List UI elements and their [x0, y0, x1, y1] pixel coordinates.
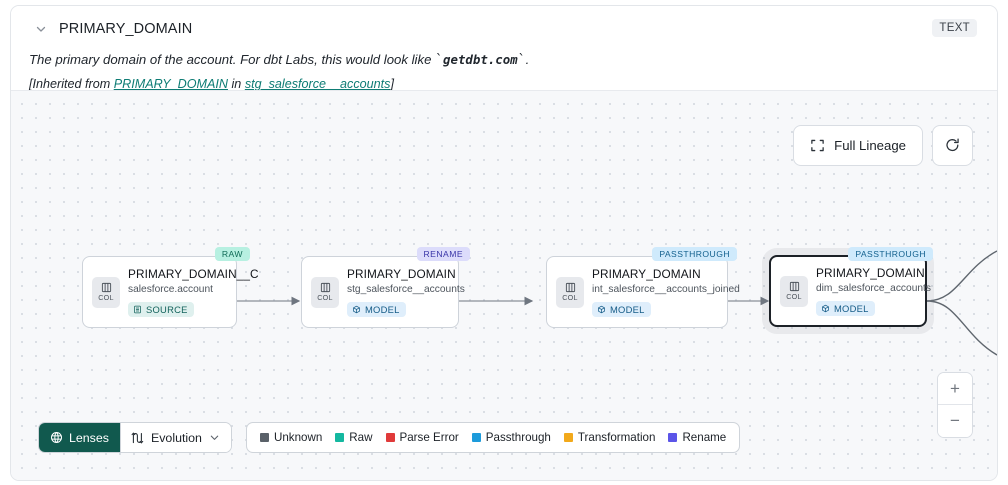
column-chip-label: COL [317, 293, 333, 303]
node-title: PRIMARY_DOMAIN [347, 267, 456, 282]
legend-swatch [563, 433, 573, 442]
node-subtitle: salesforce.account [128, 284, 213, 296]
chevron-down-icon [209, 432, 220, 443]
lineage-nodes: RAW COL PRIMARY_DOMAIN__C salesforce.acc… [11, 91, 997, 480]
lineage-node-selected[interactable]: PASSTHROUGH COL PRIMARY_DOMAIN dim_sales… [769, 247, 933, 327]
legend-label: Transformation [577, 431, 656, 444]
legend-item: Rename [668, 431, 726, 444]
lineage-legend: Unknown Raw Parse Error Passthrough [245, 422, 741, 453]
model-icon [821, 304, 830, 313]
zoom-in-button[interactable]: + [938, 373, 972, 405]
legend-swatch [335, 433, 345, 442]
lineage-node[interactable]: RAW COL PRIMARY_DOMAIN__C salesforce.acc… [82, 247, 259, 328]
lenses-button[interactable]: Lenses [39, 423, 120, 452]
zoom-out-button[interactable]: − [938, 405, 972, 437]
node-subtitle: stg_salesforce__accounts [347, 284, 465, 296]
lens-icon [50, 431, 63, 444]
node-pill-badge: RENAME [416, 247, 470, 261]
legend-item: Unknown [259, 431, 323, 444]
evolution-dropdown[interactable]: Evolution [119, 423, 231, 452]
node-title: PRIMARY_DOMAIN [592, 267, 701, 282]
lens-group: Lenses Evolution [38, 422, 232, 453]
column-icon: COL [311, 276, 339, 308]
inherited-from: [Inherited from PRIMARY_DOMAIN in stg_sa… [29, 77, 979, 91]
column-chip-label: COL [98, 293, 114, 303]
node-subtitle: int_salesforce__accounts_joined [592, 284, 740, 296]
full-lineage-button[interactable]: Full Lineage [793, 125, 923, 166]
legend-label: Unknown [273, 431, 323, 444]
lineage-node[interactable]: RENAME COL PRIMARY_DOMAIN stg_salesforce… [301, 247, 470, 328]
node-type-tag: SOURCE [128, 301, 194, 317]
chevron-down-icon[interactable] [33, 21, 49, 37]
node-type-tag: MODEL [816, 300, 875, 316]
node-type-label: SOURCE [146, 303, 188, 315]
page-title: PRIMARY_DOMAIN [59, 21, 193, 37]
expand-icon [810, 138, 825, 153]
type-badge: TEXT [932, 19, 977, 37]
inherited-column-link[interactable]: PRIMARY_DOMAIN [113, 77, 228, 92]
node-pill-badge: RAW [214, 247, 250, 261]
lineage-edges [237, 250, 997, 356]
node-title: PRIMARY_DOMAIN [816, 266, 925, 281]
legend-label: Raw [349, 431, 373, 444]
model-icon [352, 305, 361, 314]
lineage-canvas[interactable]: Full Lineage [11, 90, 997, 480]
inherit-prefix: [Inherited from [29, 77, 114, 92]
refresh-icon [944, 137, 961, 154]
legend-label: Rename [682, 431, 727, 444]
full-lineage-label: Full Lineage [834, 138, 906, 153]
column-icon: COL [556, 276, 584, 308]
legend-item: Passthrough [471, 431, 551, 444]
node-pill-badge: PASSTHROUGH [848, 247, 933, 261]
description-code: getdbt.com [443, 52, 518, 67]
description-text: The primary domain of the account. For d… [29, 52, 436, 67]
inherit-middle: in [228, 77, 245, 92]
refresh-button[interactable] [932, 125, 973, 166]
legend-item: Raw [335, 431, 373, 444]
evolution-label: Evolution [150, 430, 202, 445]
zoom-controls: + − [937, 372, 973, 438]
column-chip-label: COL [562, 293, 578, 303]
node-type-tag: MODEL [592, 301, 651, 317]
column-icon: COL [92, 276, 120, 308]
column-description: The primary domain of the account. For d… [29, 52, 530, 68]
column-detail-card: PRIMARY_DOMAIN TEXT The primary domain o… [10, 5, 998, 481]
legend-label: Parse Error [399, 431, 459, 444]
node-subtitle: dim_salesforce_accounts [816, 283, 931, 295]
node-type-label: MODEL [610, 303, 645, 315]
lineage-node[interactable]: PASSTHROUGH COL PRIMARY_DOMAIN int_sales… [546, 247, 740, 328]
evolution-icon [130, 431, 144, 445]
inherit-suffix: ] [390, 77, 394, 92]
lenses-label: Lenses [69, 430, 109, 445]
description-suffix: . [525, 52, 530, 67]
source-icon [133, 305, 142, 314]
legend-swatch [385, 433, 395, 442]
node-type-tag: MODEL [347, 301, 406, 317]
column-header: PRIMARY_DOMAIN TEXT The primary domain o… [11, 6, 997, 91]
column-chip-label: COL [786, 292, 802, 302]
legend-swatch [259, 433, 269, 442]
legend-item: Transformation [563, 431, 656, 444]
inherited-model-link[interactable]: stg_salesforce__accounts [244, 77, 391, 92]
legend-swatch [668, 433, 678, 442]
canvas-top-controls: Full Lineage [793, 125, 973, 166]
canvas-bottom-bar: Lenses Evolution U [38, 422, 741, 453]
legend-swatch [471, 433, 481, 442]
node-title: PRIMARY_DOMAIN__C [128, 267, 259, 282]
node-type-label: MODEL [365, 303, 400, 315]
legend-item: Parse Error [385, 431, 459, 444]
column-icon: COL [780, 275, 808, 307]
node-pill-badge: PASSTHROUGH [652, 247, 737, 261]
model-icon [597, 305, 606, 314]
legend-label: Passthrough [485, 431, 551, 444]
node-type-label: MODEL [834, 302, 869, 314]
